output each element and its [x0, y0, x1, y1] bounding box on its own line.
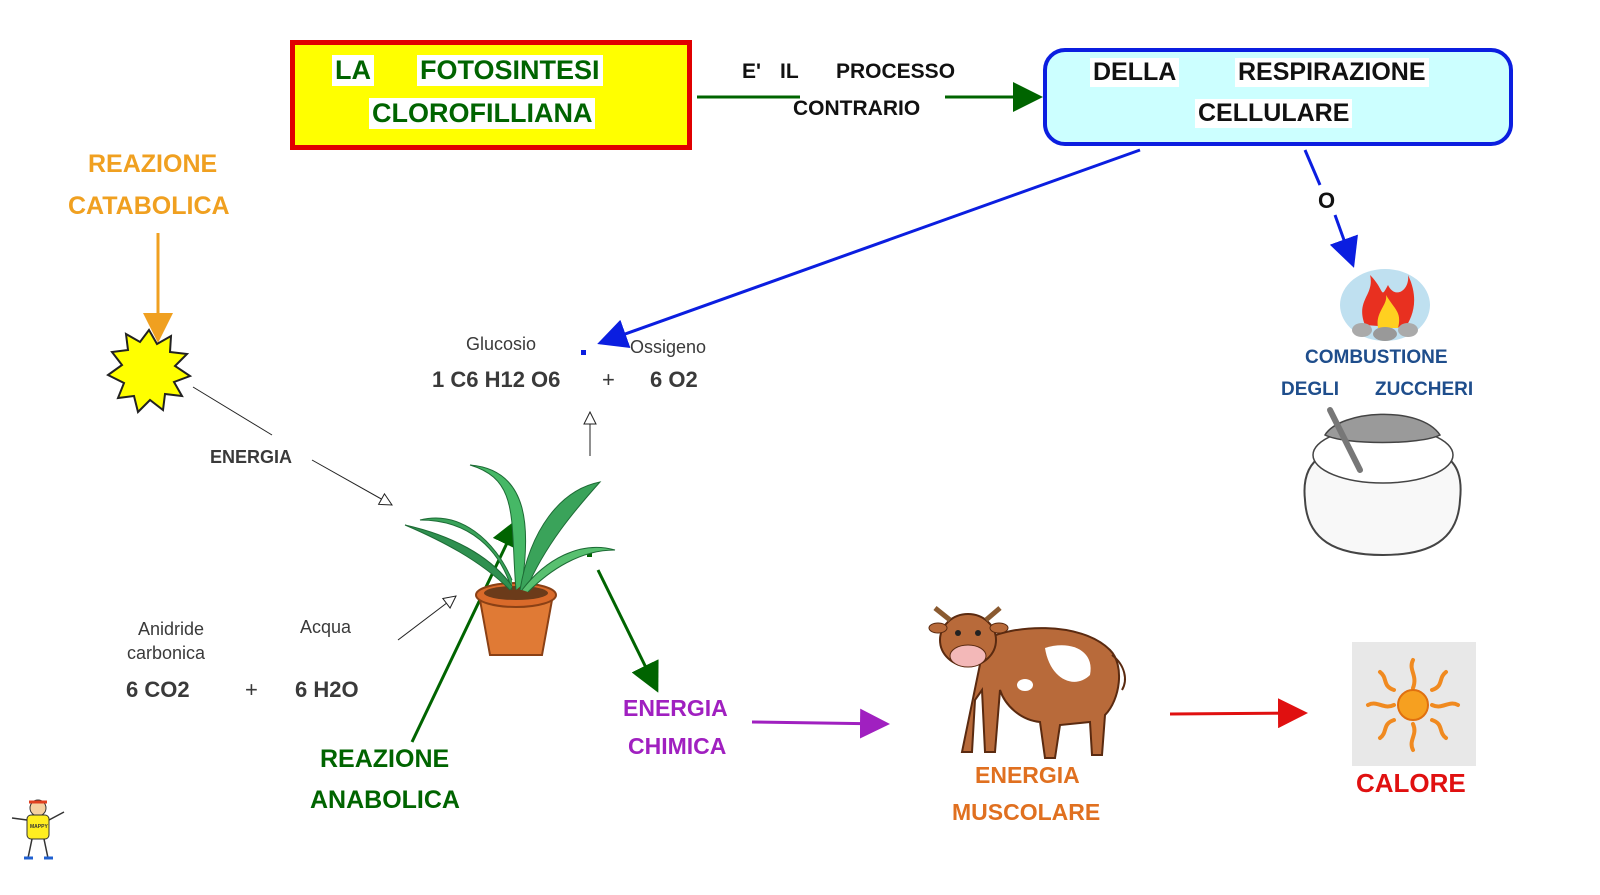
co2-formula: 6 CO2 [126, 677, 190, 702]
water-formula: 6 H2O [295, 677, 359, 702]
oxygen-formula: 6 O2 [650, 367, 698, 392]
title-word-la: LA [332, 55, 374, 86]
title-word-fotosintesi: FOTOSINTESI [417, 55, 603, 86]
catabolic-line1: REAZIONE [88, 150, 218, 178]
combustion-line2a: DEGLI [1281, 379, 1340, 400]
link-label-e: E' [742, 60, 762, 83]
title-word-clorofilliana: CLOROFILLIANA [369, 98, 596, 129]
reactants-plus: + [245, 677, 258, 702]
arrow-chemical-to-cow [751, 708, 890, 739]
arrow-reactants-to-plant [397, 596, 456, 641]
resp-word-della: DELLA [1090, 58, 1180, 87]
arrow-resp-to-combustion-a [1303, 149, 1322, 186]
anabolic-line1: REAZIONE [320, 745, 450, 773]
co2-label-2: carbonica [127, 643, 206, 663]
link-label-contrario: CONTRARIO [793, 97, 921, 120]
arrow-resp-to-combustion-b [1329, 214, 1358, 268]
water-label: Acqua [300, 617, 352, 637]
heat-label: CALORE [1356, 768, 1466, 798]
resp-word-respirazione: RESPIRAZIONE [1235, 58, 1429, 87]
arrow-anabolic-to-plant [410, 517, 520, 743]
glucose-label: Glucosio [466, 334, 537, 354]
combustion-line2b: ZUCCHERI [1375, 379, 1474, 400]
arrow-plant-to-chemical [596, 569, 659, 693]
chemical-energy-line1: ENERGIA [623, 695, 728, 721]
muscle-energy-line2: MUSCOLARE [952, 799, 1101, 825]
catabolic-line2: CATABOLICA [68, 192, 230, 220]
arrow-energy-to-plant [311, 459, 392, 505]
anabolic-line2: ANABOLICA [310, 786, 460, 814]
resp-word-cellulare: CELLULARE [1195, 99, 1353, 128]
chemical-energy-line2: CHIMICA [628, 733, 727, 759]
co2-label-1: Anidride [138, 619, 205, 639]
arrow-cow-to-heat [1169, 698, 1308, 729]
link-label-processo: PROCESSO [836, 60, 956, 83]
mascot-label: MAPPY [30, 824, 48, 830]
link-label-il: IL [780, 60, 799, 83]
muscle-energy-line1: ENERGIA [975, 762, 1080, 788]
arrow-resp-to-glucose [597, 148, 1141, 349]
arrow-sun-energy [192, 386, 273, 436]
or-label: O [1318, 188, 1336, 213]
oxygen-label: Ossigeno [630, 337, 707, 357]
combustion-line1: COMBUSTIONE [1305, 347, 1448, 368]
energy-label: ENERGIA [210, 447, 293, 467]
products-plus: + [602, 367, 615, 392]
glucose-formula: 1 C6 H12 O6 [432, 367, 561, 392]
